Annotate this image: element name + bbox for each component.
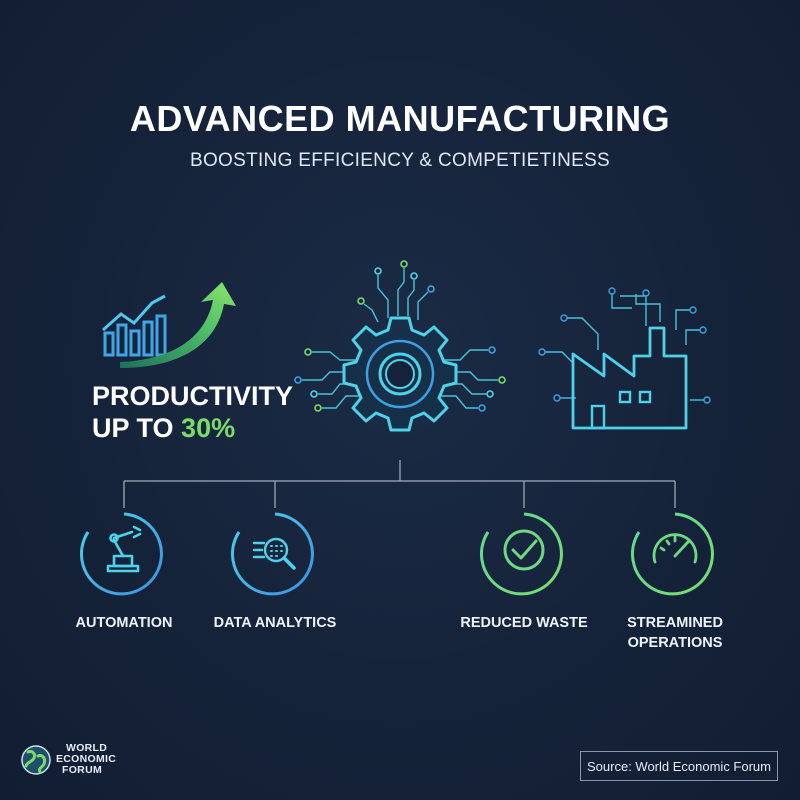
- feature-label-reduced-waste: REDUCED WASTE: [460, 615, 588, 631]
- data-analytics-icon-ring: [231, 512, 314, 596]
- productivity-line1: PRODUCTIVITY: [92, 381, 294, 411]
- speedometer-icon: [652, 533, 698, 564]
- data-search-icon: [252, 537, 296, 570]
- feature-label-line2: OPERATIONS: [627, 635, 723, 651]
- robot-arm-icon: [106, 525, 142, 573]
- page-subtitle: BOOSTING EFFICIENCY & COMPETIETINESS: [189, 150, 611, 171]
- source-box: Source: World Economic Forum: [580, 751, 778, 781]
- growth-chart-icon: [102, 294, 167, 357]
- reduced-waste-icon-ring: [480, 512, 563, 596]
- automation-icon-ring: [80, 512, 163, 596]
- wef-logo-line2: ECONOMIC: [56, 753, 117, 765]
- feature-label-streamined-operations: STREAMINED OPERATIONS: [615, 613, 735, 653]
- streamined-operations-icon-ring: [631, 512, 714, 596]
- check-circle-icon: [503, 529, 545, 571]
- factory-circuit-icon: [538, 287, 711, 430]
- wef-logo-text: WORLD ECONOMIC FORUM: [56, 743, 116, 776]
- feature-label-automation: AUTOMATION: [75, 615, 173, 631]
- feature-label-data-analytics: DATA ANALYTICS: [213, 615, 337, 631]
- productivity-value: 30%: [181, 413, 236, 443]
- productivity-prefix: UP TO: [92, 413, 174, 443]
- wef-globe-icon: [21, 745, 51, 775]
- growth-arrow-icon: [120, 282, 236, 368]
- feature-label-line1: STREAMINED: [627, 615, 723, 631]
- connector-lines: [123, 460, 676, 508]
- wef-logo-line3: FORUM: [62, 764, 102, 776]
- productivity-stat: PRODUCTIVITY UP TO 30%: [92, 380, 293, 444]
- source-text: Source: World Economic Forum: [587, 758, 771, 774]
- gear-circuit-icon: [294, 260, 506, 450]
- page-title: ADVANCED MANUFACTURING: [129, 98, 671, 139]
- wef-logo-line1: WORLD: [66, 742, 108, 754]
- productivity-line2: UP TO 30%: [92, 412, 293, 444]
